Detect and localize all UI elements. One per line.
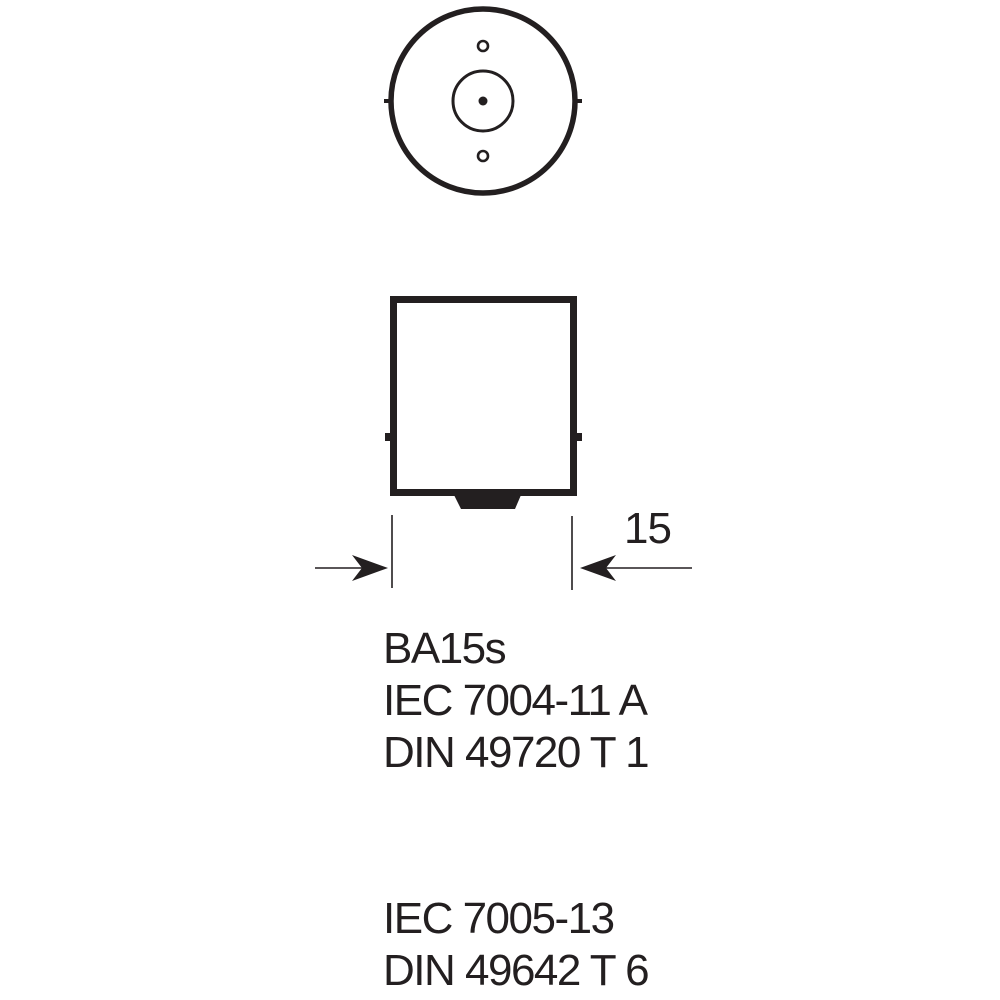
iec-standard-label: IEC 7004-11 A <box>383 676 648 725</box>
top-hole <box>476 39 490 53</box>
bottom-contact <box>454 495 521 509</box>
right-arrow-head-icon <box>580 555 616 581</box>
din-standard-label: DIN 49720 T 1 <box>383 728 650 777</box>
dimension-value-label: 15 <box>624 504 672 553</box>
center-contact-dot <box>478 96 488 106</box>
base-end-view <box>384 6 582 196</box>
base-type-label: BA15s <box>383 624 507 673</box>
left-arrow-head-icon <box>352 555 388 581</box>
left-side-pin <box>385 433 393 441</box>
din-gauge-standard-label: DIN 49642 T 6 <box>383 946 650 995</box>
bottom-hole <box>476 149 490 163</box>
base-side-view <box>385 296 582 509</box>
width-dimension <box>315 515 692 590</box>
secondary-spec-list: IEC 7005-13 DIN 49642 T 6 <box>383 893 650 997</box>
primary-spec-list: BA15s IEC 7004-11 A DIN 49720 T 1 <box>383 623 650 779</box>
inner-contact-circle <box>451 69 515 133</box>
base-body-outline <box>390 296 577 496</box>
iec-gauge-standard-label: IEC 7005-13 <box>383 894 615 943</box>
right-side-pin <box>574 433 582 441</box>
